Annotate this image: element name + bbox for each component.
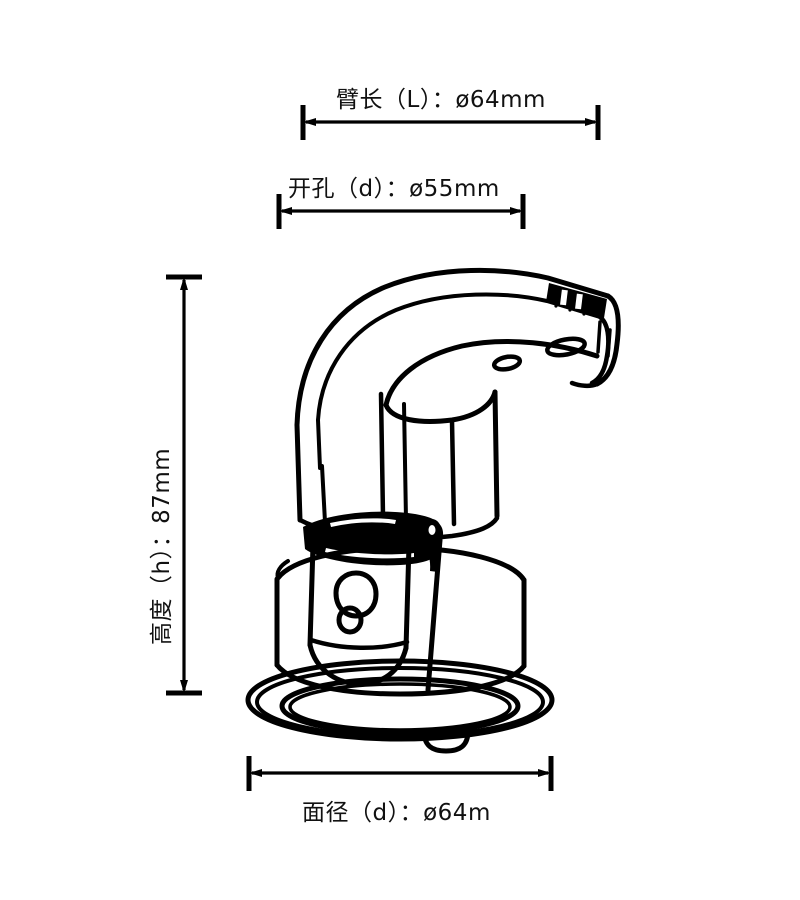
- dimension-line-height: [166, 274, 202, 696]
- dimension-label-arm-length: 臂长（L）：ø64mm: [336, 87, 546, 113]
- dimension-label-cutout: 开孔（d）：ø55mm: [288, 176, 500, 202]
- module-keyhole: [333, 570, 379, 619]
- dimension-line-cutout: [276, 194, 526, 229]
- trim-flange-ring: [245, 658, 555, 754]
- flange-tab: [421, 728, 471, 754]
- arm-slot-small: [491, 354, 523, 372]
- dimension-label-height: 高度（h）：87mm: [149, 447, 175, 645]
- arm-slot-large: [545, 336, 587, 358]
- dimension-label-face-diameter: 面径（d）：ø64m: [302, 800, 491, 826]
- arm-tip-notch-detail: [546, 283, 612, 358]
- dimension-line-face-diameter: [246, 756, 554, 791]
- dimension-line-arm-length: [300, 105, 601, 140]
